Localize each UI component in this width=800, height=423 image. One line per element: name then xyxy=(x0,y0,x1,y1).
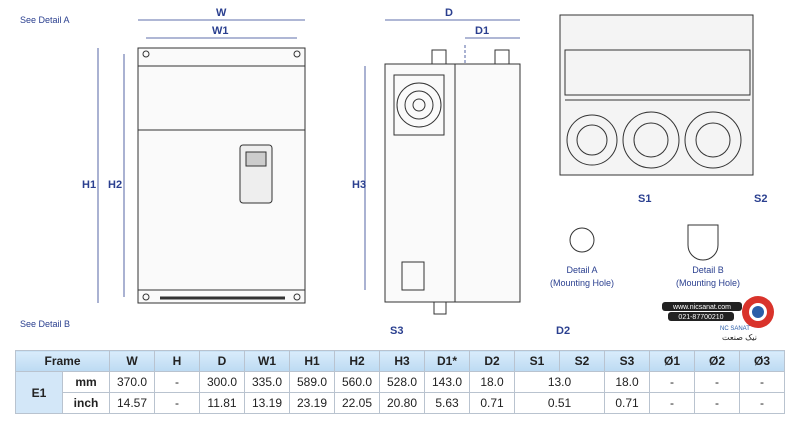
table-header-row: Frame W H D W1 H1 H2 H3 D1* D2 S1 S2 S3 … xyxy=(15,350,785,372)
front-view xyxy=(137,47,306,304)
table-row: inch 14.57 - 11.81 13.19 23.19 22.05 20.… xyxy=(16,392,785,414)
cell: 0.71 xyxy=(604,392,650,414)
cell: - xyxy=(694,392,740,414)
header-H: H xyxy=(154,350,200,372)
unit-cell: inch xyxy=(62,392,110,414)
frame-cell: E1 xyxy=(15,371,63,414)
header-frame: Frame xyxy=(15,350,110,372)
cell: - xyxy=(649,371,695,393)
side-view xyxy=(384,49,521,315)
header-D: D xyxy=(199,350,245,372)
cell: - xyxy=(739,371,785,393)
detail-a-hole xyxy=(569,227,595,253)
cell: - xyxy=(694,371,740,393)
cell: - xyxy=(154,392,200,414)
dim-S3: S3 xyxy=(390,325,403,337)
dim-D: D xyxy=(445,7,453,19)
dimension-drawing: W W1 H1 H2 See Detail A See Detail B D D… xyxy=(20,7,774,342)
header-O2: Ø2 xyxy=(694,350,740,372)
cell: 0.71 xyxy=(469,392,515,414)
table-row: E1 mm 370.0 - 300.0 335.0 589.0 560.0 52… xyxy=(15,371,785,414)
cell: - xyxy=(649,392,695,414)
detail-b-sub: (Mounting Hole) xyxy=(676,278,740,288)
cell: 22.05 xyxy=(334,392,380,414)
header-S2: S2 xyxy=(559,350,605,372)
see-detail-a: See Detail A xyxy=(20,15,70,25)
cell: 143.0 xyxy=(424,371,470,393)
header-O3: Ø3 xyxy=(739,350,785,372)
header-W: W xyxy=(109,350,155,372)
dim-S2: S2 xyxy=(754,193,767,205)
dim-D2: D2 xyxy=(556,325,570,337)
logo-brand-fa: نیک صنعت xyxy=(722,333,757,342)
dim-H3: H3 xyxy=(352,179,366,191)
header-D2: D2 xyxy=(469,350,515,372)
cell: 589.0 xyxy=(289,371,335,393)
cell: 300.0 xyxy=(199,371,245,393)
cell: 23.19 xyxy=(289,392,335,414)
nicsanat-logo: www.nicsanat.com 021-87700210 NC SANAT ن… xyxy=(662,296,774,342)
internal-view xyxy=(559,14,754,176)
header-D1: D1* xyxy=(424,350,470,372)
cell: - xyxy=(739,392,785,414)
unit-cell: mm xyxy=(62,371,110,393)
detail-b-title: Detail B xyxy=(692,265,724,275)
dimension-table: Frame W H D W1 H1 H2 H3 D1* D2 S1 S2 S3 … xyxy=(15,350,785,414)
detail-a-sub: (Mounting Hole) xyxy=(550,278,614,288)
dim-H1: H1 xyxy=(82,179,96,191)
dim-W1: W1 xyxy=(212,25,229,37)
cell: 0.51 xyxy=(514,392,605,414)
cell: 560.0 xyxy=(334,371,380,393)
dim-S1: S1 xyxy=(638,193,651,205)
header-S3: S3 xyxy=(604,350,650,372)
cell: 528.0 xyxy=(379,371,425,393)
dim-D1: D1 xyxy=(475,25,489,37)
dim-W: W xyxy=(216,7,227,19)
cell: 14.57 xyxy=(109,392,155,414)
cell: 13.19 xyxy=(244,392,290,414)
cell: 370.0 xyxy=(109,371,155,393)
cell: 335.0 xyxy=(244,371,290,393)
cell: - xyxy=(154,371,200,393)
header-H3: H3 xyxy=(379,350,425,372)
logo-url: www.nicsanat.com xyxy=(672,304,731,311)
detail-b-slot xyxy=(687,224,719,261)
header-H1: H1 xyxy=(289,350,335,372)
cell: 18.0 xyxy=(469,371,515,393)
cell: 20.80 xyxy=(379,392,425,414)
header-H2: H2 xyxy=(334,350,380,372)
logo-phone: 021-87700210 xyxy=(678,314,723,321)
cell: 11.81 xyxy=(199,392,245,414)
dim-H2: H2 xyxy=(108,179,122,191)
cell: 5.63 xyxy=(424,392,470,414)
see-detail-b: See Detail B xyxy=(20,319,70,329)
header-O1: Ø1 xyxy=(649,350,695,372)
header-W1: W1 xyxy=(244,350,290,372)
logo-brand: NC SANAT xyxy=(720,326,750,332)
cell: 18.0 xyxy=(604,371,650,393)
detail-a-title: Detail A xyxy=(566,265,597,275)
cell: 13.0 xyxy=(514,371,605,393)
header-S1: S1 xyxy=(514,350,560,372)
